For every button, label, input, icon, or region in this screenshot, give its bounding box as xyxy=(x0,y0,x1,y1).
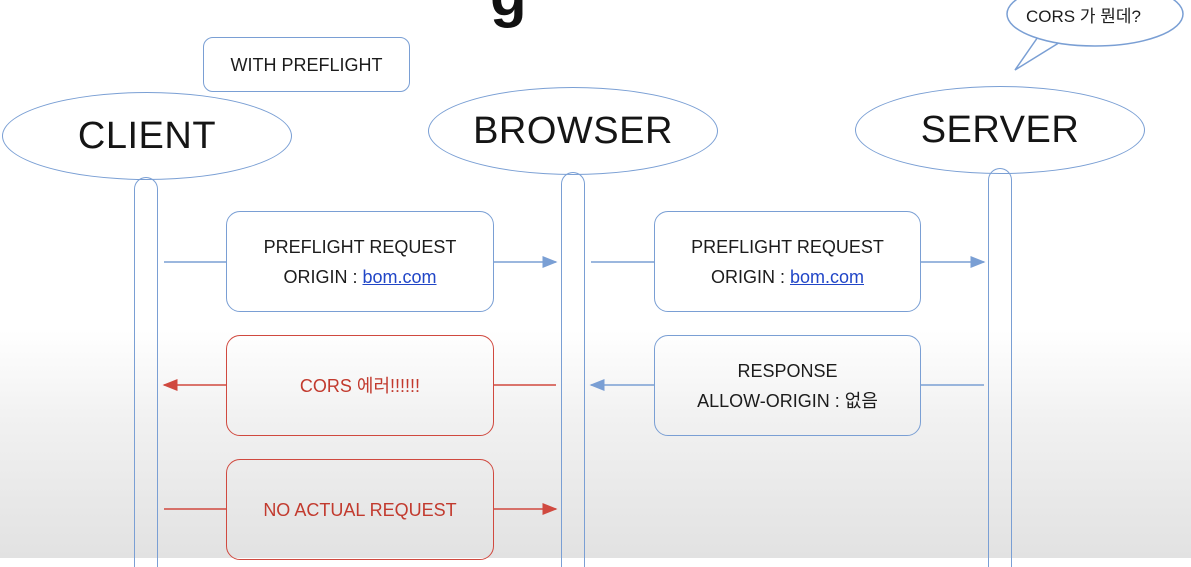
origin-link[interactable]: bom.com xyxy=(789,266,865,287)
client-label: CLIENT xyxy=(77,114,217,157)
client-preflight-request-box: PREFLIGHT REQUEST ORIGIN : bom.com xyxy=(226,211,494,312)
server-label: SERVER xyxy=(920,108,1080,151)
with-preflight-label: WITH PREFLIGHT xyxy=(230,54,383,75)
preflight-request-label: PREFLIGHT REQUEST xyxy=(691,236,884,257)
browser-lifeline xyxy=(561,172,585,567)
preflight-request-label: PREFLIGHT REQUEST xyxy=(263,236,457,257)
browser-preflight-request-box: PREFLIGHT REQUEST ORIGIN : bom.com xyxy=(654,211,921,312)
no-actual-request-label: NO ACTUAL REQUEST xyxy=(263,499,457,520)
cors-error-label: CORS 에러!!!!!! xyxy=(299,375,421,396)
server-actor: SERVER xyxy=(855,86,1145,174)
response-label: RESPONSE xyxy=(737,360,838,381)
browser-label: BROWSER xyxy=(473,109,673,152)
origin-line: ORIGIN : bom.com xyxy=(283,262,436,292)
with-preflight-tag: WITH PREFLIGHT xyxy=(203,37,410,92)
page-title-fragment: g xyxy=(490,0,527,29)
origin-link[interactable]: bom.com xyxy=(362,266,437,287)
server-response-box: RESPONSE ALLOW-ORIGIN : 없음 xyxy=(654,335,921,436)
speech-bubble-text: CORS 가 뭔데? xyxy=(1026,7,1141,26)
browser-actor: BROWSER xyxy=(428,87,718,175)
allow-origin-label: ALLOW-ORIGIN : 없음 xyxy=(697,390,878,411)
server-lifeline xyxy=(988,168,1012,567)
origin-prefix: ORIGIN : xyxy=(710,266,790,287)
no-actual-request-box: NO ACTUAL REQUEST xyxy=(226,459,494,560)
client-lifeline xyxy=(134,177,158,567)
origin-line: ORIGIN : bom.com xyxy=(711,262,864,292)
cors-error-box: CORS 에러!!!!!! xyxy=(226,335,494,436)
origin-prefix: ORIGIN : xyxy=(283,266,363,287)
